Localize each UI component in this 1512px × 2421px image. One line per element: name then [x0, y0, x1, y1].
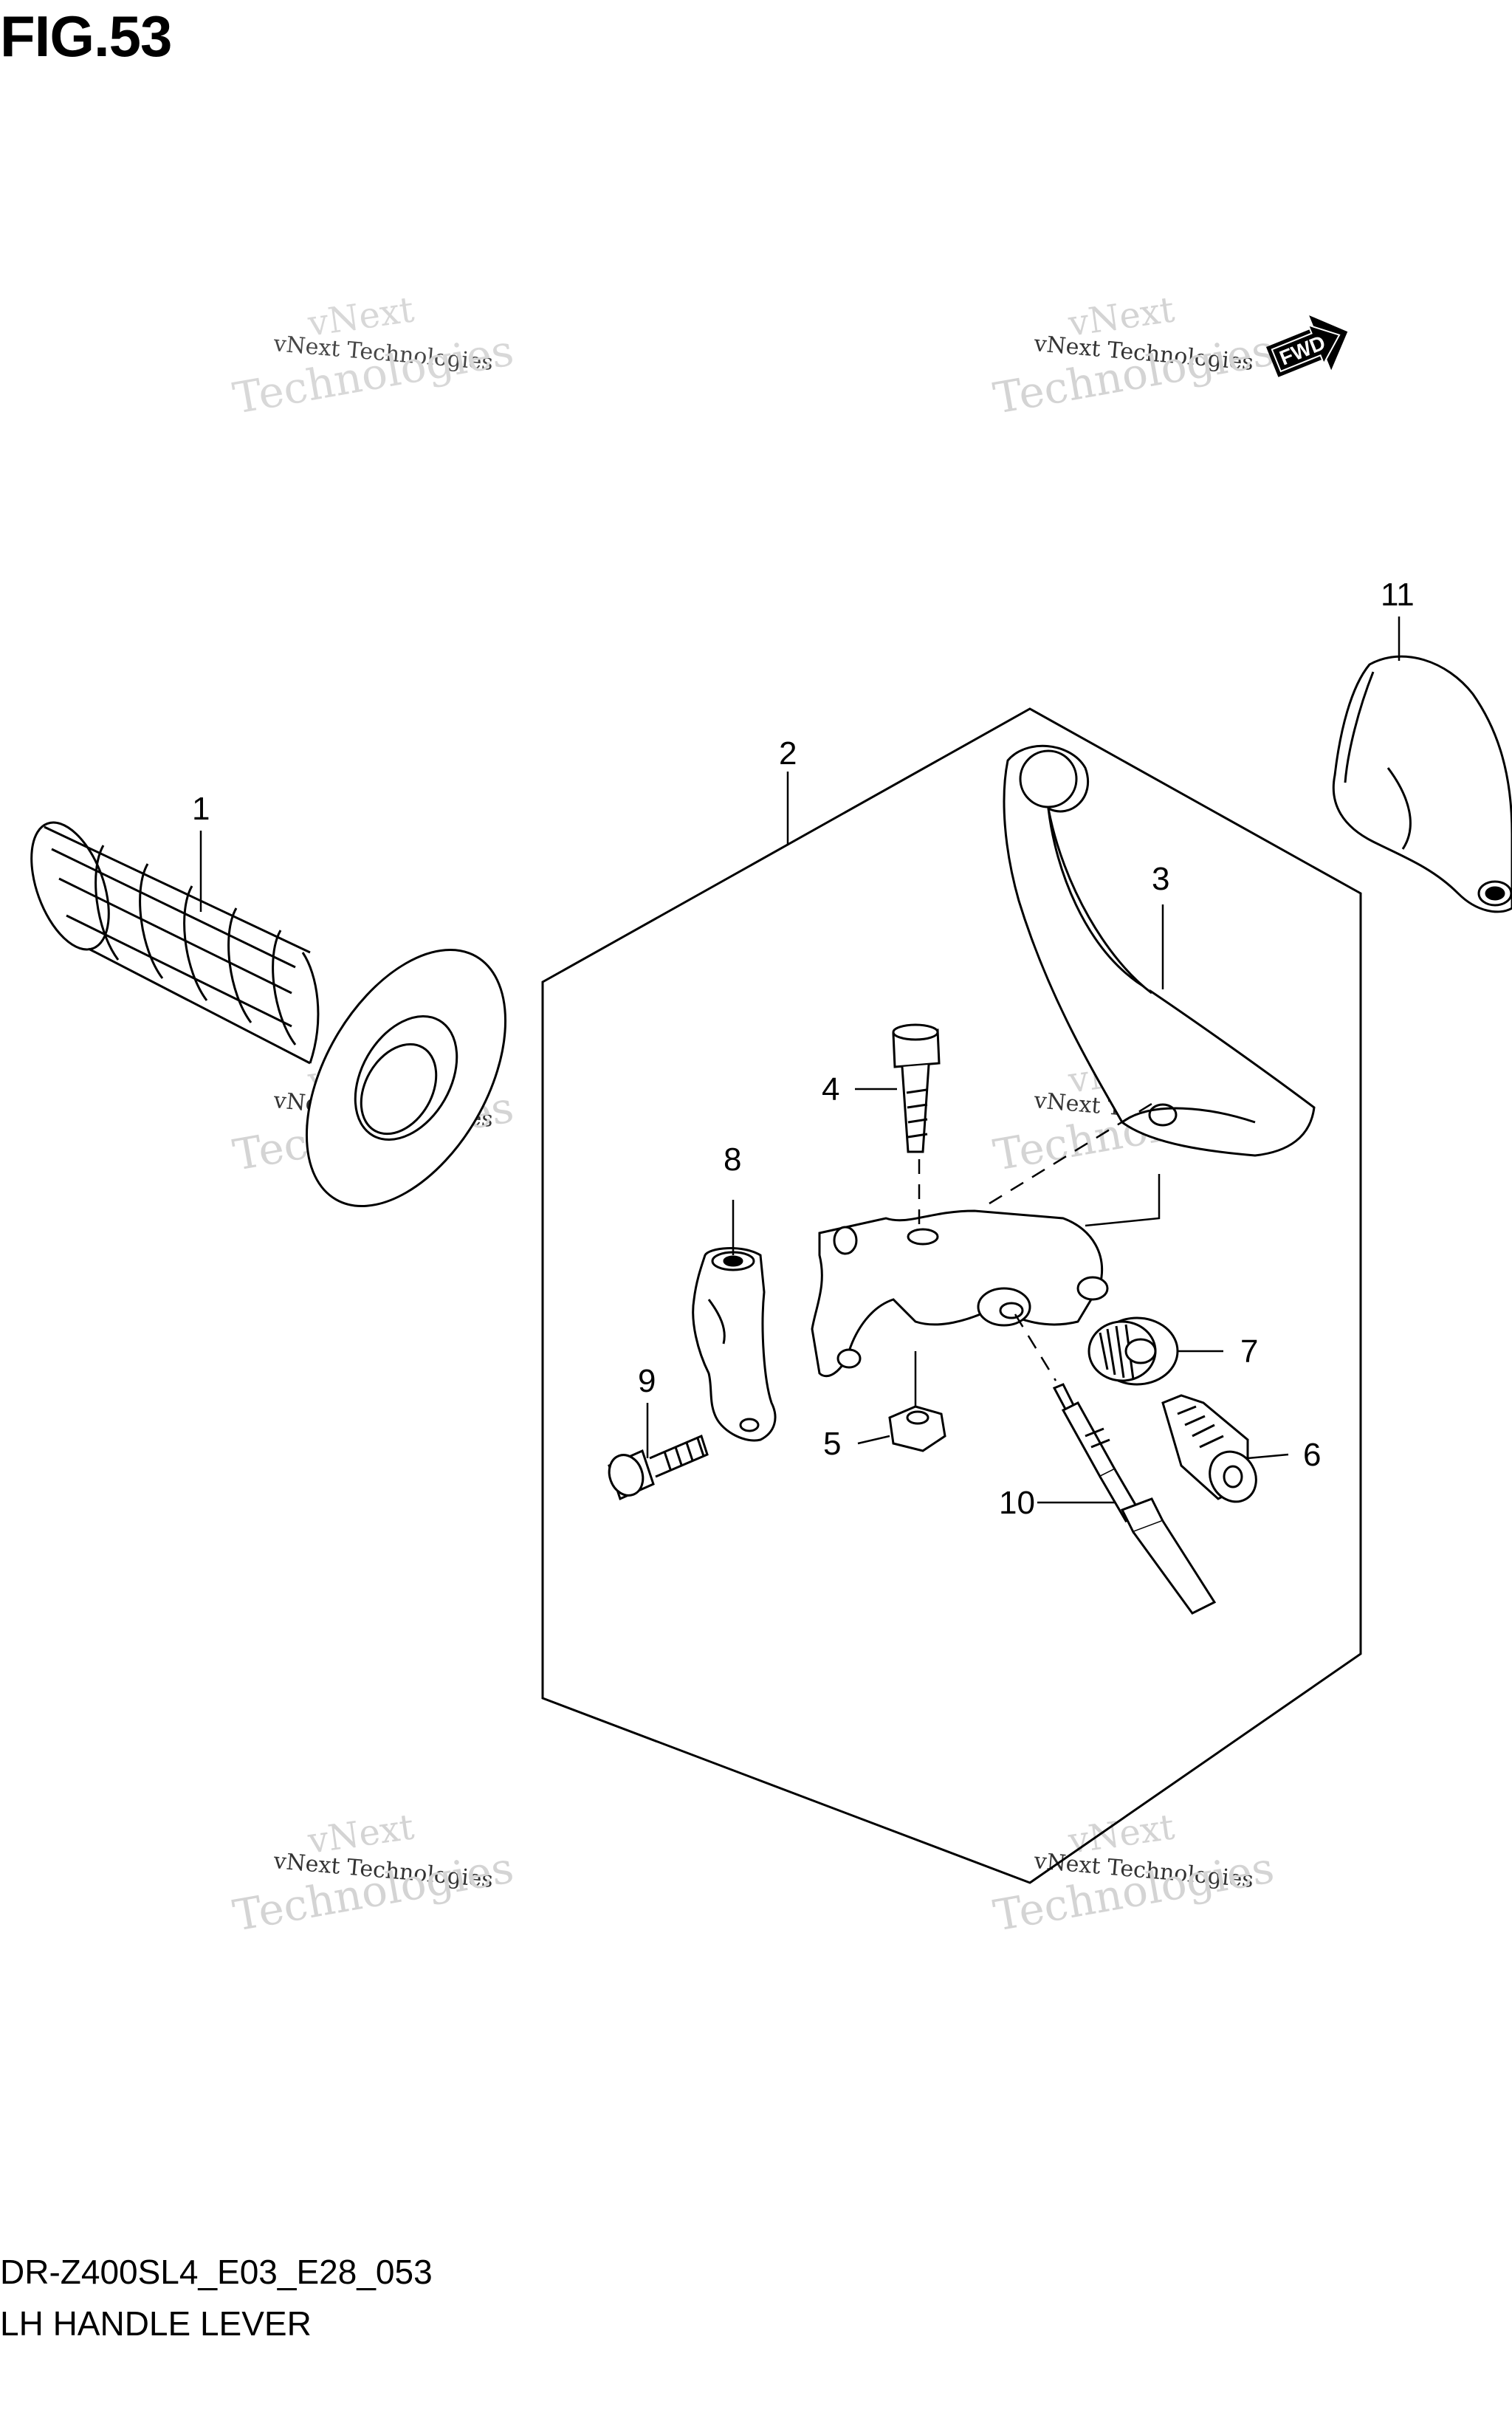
fwd-arrow-icon: FWD [1266, 315, 1348, 377]
part-10-cable [1052, 1383, 1217, 1615]
part-3-lever [1003, 744, 1316, 1157]
assembly-hexagon-outline [541, 707, 1362, 1884]
callout-10: 10 [999, 1485, 1035, 1521]
part-group-name: LH HANDLE LEVER [0, 2304, 312, 2343]
watermark-bottom-left: vNext Technologies vNext Technologies [230, 1806, 518, 1940]
svg-text:vNext: vNext [305, 289, 416, 345]
watermark-bottom-right: vNext Technologies vNext Technologies [990, 1806, 1278, 1940]
svg-text:vNext: vNext [1065, 1806, 1177, 1862]
part-8-clamp [692, 1247, 777, 1442]
callout-11: 11 [1381, 577, 1415, 613]
callout-6: 6 [1303, 1437, 1321, 1473]
part-7-adjuster-nut [1087, 1316, 1179, 1386]
callout-4: 4 [822, 1071, 839, 1108]
assembly-guide-lines [918, 1102, 1152, 1381]
callout-2: 2 [779, 735, 797, 772]
watermark-top-left: vNext Technologies vNext Technologies [230, 289, 518, 423]
part-4-pivot-bolt [892, 1023, 941, 1153]
callout-9: 9 [638, 1363, 656, 1399]
part-2-holder [811, 1209, 1109, 1378]
model-code: DR-Z400SL4_E03_E28_053 [0, 2253, 433, 2291]
watermark-top-right: vNext Technologies vNext Technologies [990, 289, 1278, 423]
part-9-clamp-bolt [608, 1434, 709, 1501]
part-6-adjuster-bolt [1161, 1394, 1257, 1503]
part-1-grip [30, 821, 507, 1207]
svg-text:vNext: vNext [305, 1806, 416, 1862]
callout-8: 8 [724, 1141, 741, 1178]
callout-7: 7 [1240, 1333, 1258, 1370]
callout-5: 5 [823, 1426, 841, 1462]
leader-lines-solid [914, 1174, 1161, 1407]
svg-text:vNext: vNext [1065, 289, 1177, 345]
callout-3: 3 [1152, 861, 1169, 897]
part-5-nut [888, 1405, 946, 1452]
figure-title: FIG.53 [0, 4, 172, 69]
callout-leaders [199, 617, 1401, 1504]
part-11-cover [1332, 655, 1512, 913]
callout-1: 1 [192, 791, 210, 827]
